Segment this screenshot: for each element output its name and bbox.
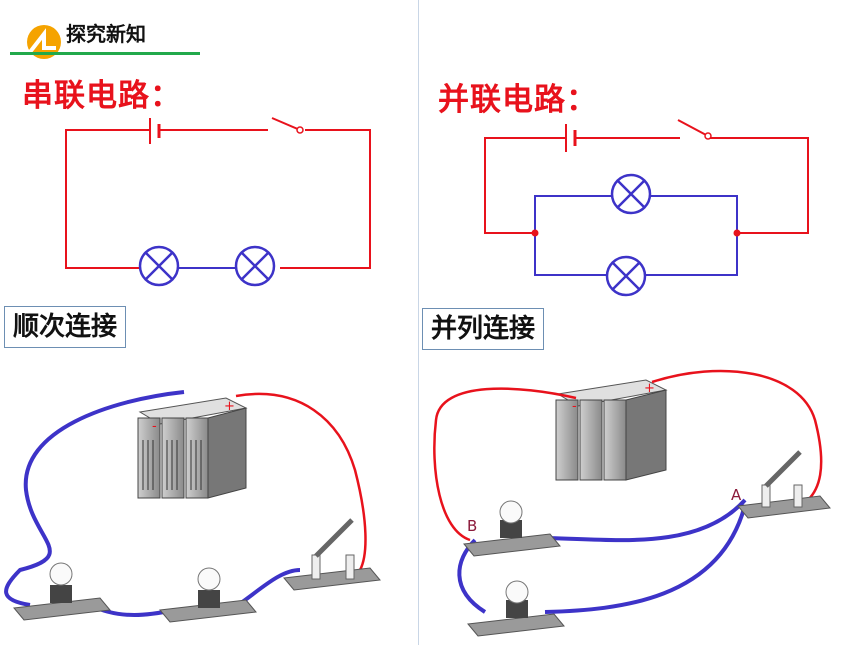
header-badge-icon — [27, 25, 61, 59]
series-label-box: 顺次连接 — [4, 306, 127, 348]
series-lamp-icon — [234, 245, 276, 287]
knife-switch-icon — [283, 518, 381, 591]
series-battery-icon — [149, 118, 161, 144]
series-switch-icon — [296, 126, 304, 134]
parallel-lamp-icon — [605, 255, 647, 297]
battery-pack-icon: + - — [555, 379, 668, 481]
parallel-circuit-diagram — [484, 119, 809, 297]
junction-dot — [733, 229, 741, 237]
svg-text:-: - — [152, 419, 157, 434]
point-a-label: A — [731, 486, 742, 504]
parallel-label-box: 并列连接 — [422, 308, 545, 350]
slide-divider — [418, 0, 419, 645]
junction-dot — [531, 229, 539, 237]
battery-pack-icon: + - — [137, 397, 248, 499]
lamp-holder-icon — [463, 500, 561, 557]
parallel-lamp-icon — [610, 173, 652, 215]
header-title: 探究新知 — [66, 22, 146, 46]
series-lamp-icon — [138, 245, 180, 287]
lamp-holder-icon — [467, 580, 565, 637]
header-underline — [10, 52, 200, 55]
svg-text:+: + — [224, 399, 235, 414]
svg-text:+: + — [644, 381, 655, 396]
series-physical-setup: + - — [4, 390, 381, 623]
knife-switch-icon — [737, 450, 831, 519]
series-circuit-title: 串联电路： — [22, 78, 182, 114]
lamp-holder-icon — [159, 567, 257, 623]
series-circuit-diagram — [65, 117, 371, 287]
parallel-switch-icon — [704, 132, 712, 140]
svg-text:-: - — [572, 399, 577, 414]
point-b-label: B — [467, 517, 477, 535]
parallel-battery-icon — [565, 124, 577, 152]
lamp-holder-icon — [13, 562, 111, 621]
parallel-circuit-title: 并联电路： — [438, 82, 598, 118]
